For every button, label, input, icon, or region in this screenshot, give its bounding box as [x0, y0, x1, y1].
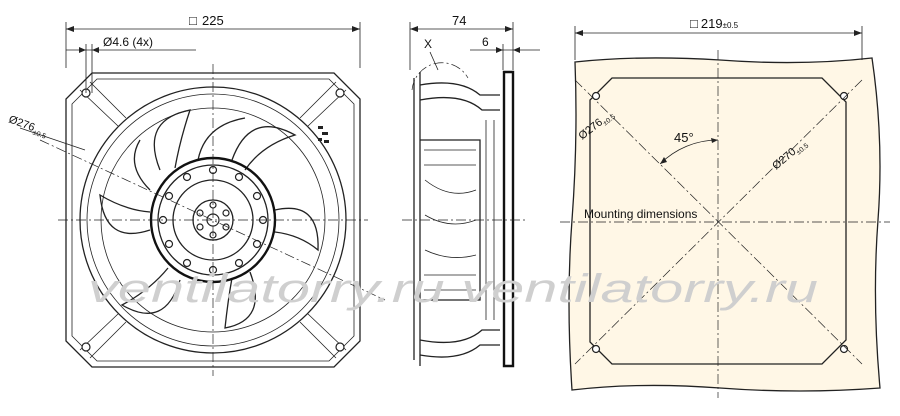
angle-label: 45°: [674, 130, 694, 145]
mount-plate-hole-tr: [839, 91, 849, 101]
mount-hole-br: [335, 342, 345, 352]
label-plate-marks: [318, 126, 329, 143]
mount-hole-tr: [335, 88, 345, 98]
dim-225-square: □: [189, 13, 197, 28]
dim-219-value: 219: [701, 16, 723, 31]
fan-blades: [99, 109, 319, 329]
side-body-outline: [413, 72, 514, 366]
mount-plate-hole-tl: [591, 91, 601, 101]
side-ribs: [424, 120, 495, 320]
dim-front-dia-label: Ø276±0.5: [6, 114, 49, 141]
mount-plate: [569, 57, 880, 392]
front-frame-inner: [71, 78, 355, 362]
mount-plate-edge: [568, 57, 881, 392]
front-ring-mid: [86, 93, 340, 347]
watermark: ventilatorry.ru ventilatorry.ru: [88, 267, 818, 311]
detail-x-label: X: [424, 37, 432, 51]
dim-219-square: □: [690, 16, 698, 31]
dim-219-label: □219±0.5: [690, 16, 739, 31]
front-diagonal: [39, 139, 386, 301]
mount-cutout: [589, 77, 847, 365]
dim-6-label: 6: [482, 35, 489, 49]
side-flange: [502, 70, 515, 368]
dim-225-label: 225: [202, 13, 224, 28]
mount-plate-hole-br: [839, 344, 849, 354]
side-shroud-bottom: [419, 329, 500, 358]
dim-74-label: 74: [452, 13, 466, 28]
side-shroud-top: [419, 82, 500, 111]
front-view: □ 225 Ø4.6 (4x) Ø276±0.5: [6, 13, 386, 376]
hub-center-bolts: [196, 201, 230, 239]
mounting-title: Mounting dimensions: [584, 207, 697, 221]
front-frame-outer: [65, 72, 361, 368]
dim-219-tol: ±0.5: [723, 21, 739, 30]
dim-hole-label: Ø4.6 (4x): [103, 35, 153, 49]
mount-diagonal-2: [574, 79, 863, 365]
dim-front-dia-tol: ±0.5: [32, 129, 47, 140]
dim-front-dia-value: Ø276: [7, 114, 36, 134]
mount-hole-bl: [81, 342, 91, 352]
side-view: 74 6 X: [402, 13, 540, 368]
mount-plate-hole-bl: [591, 344, 601, 354]
mounting-view: 45° □219±0.5 Ø276±0.5 Ø270±0.5 Mounting …: [560, 16, 890, 398]
